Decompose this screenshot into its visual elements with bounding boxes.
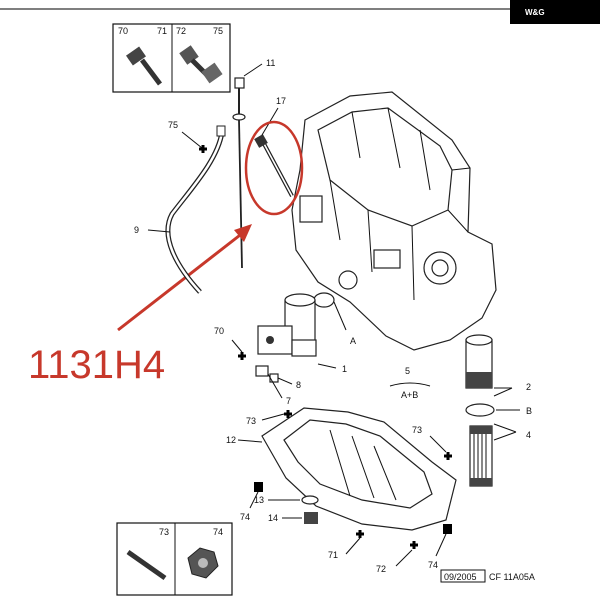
highlight-circle [244,120,304,216]
highlight-part-number: 1131H4 [28,343,165,387]
callout-72: 72 [376,564,386,574]
callout-1: 1 [342,364,347,374]
oil-pan [261,407,457,531]
callout-73-right: 73 [412,425,422,435]
callout-74-right: 74 [428,560,438,570]
box-label-74: 74 [213,527,223,537]
callout-70: 70 [214,326,224,336]
callout-A+B: A+B [401,390,418,400]
marker-square-74-left [254,482,263,492]
callout-2: 2 [526,382,531,392]
callout-71: 71 [328,550,338,560]
callout-74-left: 74 [240,512,250,522]
marker-cross-75 [199,145,207,153]
footer-reference: 09/2005 CF 11A05A [440,569,535,583]
brand-badge-text: W&G [525,8,545,17]
callout-A-upper: A [350,336,356,346]
callout-B: B [526,406,532,416]
marker-cross-70 [238,352,246,360]
stud-icon [126,549,167,581]
callout-13: 13 [254,495,264,505]
box-label-75: 75 [213,26,223,36]
fastener-box-bottom: 73 74 [116,522,233,596]
box-label-70: 70 [118,26,128,36]
callout-12: 12 [226,435,236,445]
box-label-72: 72 [176,26,186,36]
callout-11: 11 [266,58,275,68]
marker-square-74-right [443,524,452,534]
bolt-icon [126,46,162,86]
highlight-arrow [117,224,252,332]
footer-date: 09/2005 [444,572,477,582]
callout-75: 75 [168,120,178,130]
dipstick [232,77,246,269]
box-label-73: 73 [159,527,169,537]
marker-cross-71 [356,530,364,538]
oil-filter-housing [257,293,317,357]
filter-element [469,425,493,487]
marker-cross-72 [410,541,418,549]
callout-14: 14 [268,513,278,523]
flange-bolt-icon [179,45,223,84]
fastener-box-top: 70 71 72 75 [112,23,231,93]
callout-5: 5 [405,366,410,376]
dipstick-tube [254,134,294,197]
nut-icon [187,547,219,579]
drain-plug [301,495,319,524]
box-label-71: 71 [157,26,167,36]
o-ring-upper [313,292,335,308]
filter-cap [465,334,493,389]
filter-o-ring [465,403,495,417]
callout-7: 7 [286,396,291,406]
callout-9: 9 [134,225,139,235]
breather-hose [165,125,226,294]
callout-17: 17 [276,96,286,106]
callout-73-left: 73 [246,416,256,426]
footer-code: CF 11A05A [489,572,535,582]
callout-8: 8 [296,380,301,390]
brand-badge: W&G [510,0,600,24]
marker-cross-73-left [284,410,292,418]
callout-4: 4 [526,430,531,440]
marker-cross-73-right [444,452,452,460]
engine-block [291,91,497,351]
oil-sensor [255,365,279,383]
